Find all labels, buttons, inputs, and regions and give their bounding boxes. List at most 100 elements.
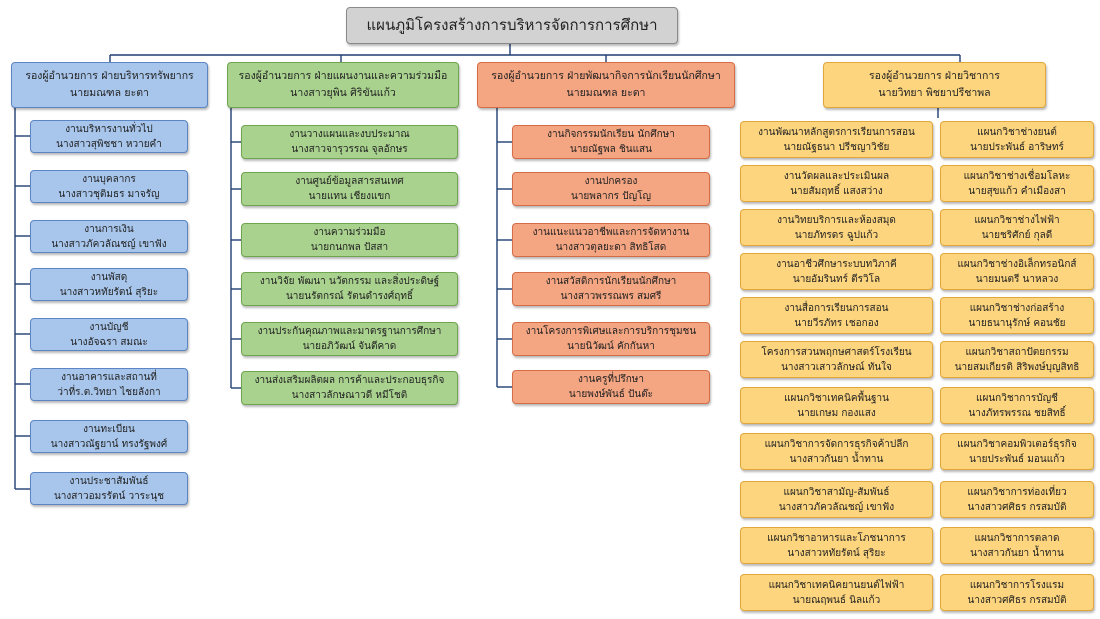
unit-box: โครงการสวนพฤกษศาสตร์โรงเรียน นางสาวเสาวล… (740, 341, 933, 378)
unit-title: งานปกครอง (584, 176, 638, 187)
unit-person: นายพงษ์พันธ์ ปันต๊ะ (568, 389, 654, 400)
unit-title: งานอาชีวศึกษาระบบทวิภาคี (776, 258, 897, 270)
unit-title: แผนกวิชาช่างอิเล็กทรอนิกส์ (957, 258, 1077, 270)
unit-person: นางสาวภัควลัณชญ์ เขาฟัง (51, 238, 167, 250)
unit-person: นายภัทรดร ฉูปแก้ว (794, 229, 879, 241)
unit-person: นายณัฐพล ชินแสน (569, 144, 652, 155)
unit-person: นายนรัตกรณ์ รัตนดำรงศ์ฤทธิ์ (285, 291, 414, 302)
unit-box: งานกิจกรรมนักเรียน นักศึกษา นายณัฐพล ชิน… (512, 125, 710, 159)
branch-head-title: รองผู้อำนวยการ ฝ่ายบริหารทรัพยากร (25, 70, 194, 82)
unit-box: งานประชาสัมพันธ์ นางสาวอมรรัตน์ วาระนุช (30, 472, 188, 505)
unit-person: นายเกษม กองแสง (797, 407, 876, 419)
unit-title: แผนกวิชาคอมพิวเตอร์ธุรกิจ (957, 438, 1077, 450)
unit-title: งานการเงิน (84, 223, 134, 235)
branch-head-title: รองผู้อำนวยการ ฝ่ายวิชาการ (869, 70, 1000, 82)
unit-person: นางภัทรพรรณ ชยสิทธิ์ (968, 407, 1066, 419)
branch-head-student-affairs: รองผู้อำนวยการ ฝ่ายพัฒนากิจการนักเรียนนั… (477, 62, 735, 108)
unit-box: งานครูที่ปรึกษา นายพงษ์พันธ์ ปันต๊ะ (512, 370, 710, 404)
branch-head-person: นางสาวยุพิน ศิริขันแก้ว (290, 87, 396, 99)
unit-person: นางสาวกันยา น้ำทาน (970, 547, 1064, 559)
unit-person: นายประพันธ์ มอนแก้ว (969, 453, 1065, 465)
unit-person: นายพลากร ปัญโญ (570, 191, 651, 202)
unit-person: นายแทน เชียงแขก (308, 191, 391, 202)
branch-head-title: รองผู้อำนวยการ ฝ่ายแผนงานและความร่วมมือ (238, 70, 448, 82)
unit-box: งานสวัสดิการนักเรียนนักศึกษา นางสาวพรรณพ… (512, 272, 710, 306)
branch-head-person: นายวิทยา พิชยาปรีชาพล (878, 87, 991, 99)
unit-title: แผนกวิชาช่างไฟฟ้า (974, 214, 1060, 226)
unit-title: งานวางแผนและงบประมาณ (289, 129, 410, 140)
unit-title: งานโครงการพิเศษและการบริการชุมชน (525, 326, 697, 337)
unit-person: นายนิวัฒน์ คักกันหา (567, 341, 655, 352)
unit-box: แผนกวิชาเทคนิคยานยนต์ไฟฟ้า นายณฤพนธ์ นิล… (740, 574, 933, 611)
unit-person: นายวีรภัทร เชอกอง (794, 317, 879, 329)
unit-title: แผนกวิชาช่างก่อสร้าง (969, 302, 1065, 314)
unit-box: งานโครงการพิเศษและการบริการชุมชน นายนิวั… (512, 322, 710, 356)
unit-title: แผนกวิชาการโรงแรม (969, 579, 1065, 591)
unit-title: แผนกวิชาการตลาด (974, 532, 1060, 544)
unit-person: นางสาวหทัยรัตน์ สุริยะ (59, 286, 159, 298)
chart-title: แผนภูมิโครงสร้างการบริหารจัดการการศึกษา (366, 16, 658, 34)
branch-head-title: รองผู้อำนวยการ ฝ่ายพัฒนากิจการนักเรียนนั… (491, 70, 721, 82)
unit-title: งานทะเบียน (83, 423, 135, 435)
unit-title: แผนกวิชาการจัดการธุรกิจค้าปลีก (764, 438, 909, 450)
unit-person: นายประพันธ์ อาริษทร์ (970, 141, 1064, 153)
unit-person: นายกนกพล ปัสสา (310, 242, 389, 253)
unit-box: แผนกวิชาคอมพิวเตอร์ธุรกิจ นายประพันธ์ มอ… (940, 433, 1094, 470)
unit-box: แผนกวิชาช่างอิเล็กทรอนิกส์ นายมนตรี นาหล… (940, 253, 1094, 290)
unit-box: แผนกวิชาการบัญชี นางภัทรพรรณ ชยสิทธิ์ (940, 387, 1094, 424)
unit-person: นางสาวเสาวลักษณ์ ทันใจ (781, 361, 892, 373)
unit-box: งานวัดผลและประเมินผล นายสัมฤทธิ์ แสงสว่า… (740, 165, 933, 202)
unit-title: งานครูที่ปรึกษา (578, 374, 644, 385)
unit-box: แผนกวิชาช่างยนต์ นายประพันธ์ อาริษทร์ (940, 121, 1094, 158)
unit-title: งานสวัสดิการนักเรียนนักศึกษา (545, 276, 677, 287)
unit-person: นางสาวตุลยะดา สิทธิโสด (555, 242, 667, 253)
unit-title: งานบุคลากร (82, 173, 136, 185)
unit-box: งานพัฒนาหลักสูตรการเรียนการสอน นายณัฐธนา… (740, 121, 933, 158)
unit-person: นางสาวชุติมธร มาจรัญ (58, 188, 160, 200)
unit-person: นายสมเกียรติ สิริพงษ์บุญสิทธิ (954, 361, 1080, 373)
unit-title: งานสื่อการเรียนการสอน (784, 302, 889, 314)
unit-title: แผนกวิชาสามัญ-สัมพันธ์ (783, 486, 890, 498)
unit-box: แผนกวิชาช่างไฟฟ้า นายชริศักย์ กุลดี (940, 209, 1094, 246)
unit-box: แผนกวิชาสถาปัตยกรรม นายสมเกียรติ สิริพงษ… (940, 341, 1094, 378)
chart-title-box: แผนภูมิโครงสร้างการบริหารจัดการการศึกษา (346, 7, 678, 44)
unit-box: งานพัสดุ นางสาวหทัยรัตน์ สุริยะ (30, 268, 188, 301)
unit-box: แผนกวิชาการโรงแรม นางสาวศศิธร กรสมบัติ (940, 574, 1094, 611)
unit-person: นางอัจฉรา สมณะ (70, 336, 148, 348)
unit-title: งานศูนย์ข้อมูลสารสนเทศ (295, 176, 404, 187)
unit-title: แผนกวิชาช่างเชื่อมโลหะ (963, 170, 1071, 182)
unit-box: แผนกวิชาการตลาด นางสาวกันยา น้ำทาน (940, 527, 1094, 564)
branch-head-person: นายมณฑล ยะตา (70, 87, 149, 99)
unit-box: แผนกวิชาเทคนิคพื้นฐาน นายเกษม กองแสง (740, 387, 933, 424)
unit-box: แผนกวิชาสามัญ-สัมพันธ์ นางสาวภัควลัณชญ์ … (740, 481, 933, 518)
unit-person: นางสาวภัควลัณชญ์ เขาฟัง (778, 501, 895, 513)
unit-box: งานประกันคุณภาพและมาตรฐานการศึกษา นายอภิ… (241, 322, 458, 356)
unit-person: นางสาวอมรรัตน์ วาระนุช (53, 490, 165, 502)
unit-person: นางสาวสุพิชชา หวายคำ (56, 138, 162, 150)
unit-title: แผนกวิชาการท่องเที่ยว (967, 486, 1067, 498)
unit-person: นางสาวณัฐยาน์ ทรงรัฐพงศ์ (50, 438, 168, 450)
unit-box: งานการเงิน นางสาวภัควลัณชญ์ เขาฟัง (30, 220, 188, 253)
unit-person: นายณัฐธนา ปรีชญาวิชัย (783, 141, 890, 153)
unit-title: งานกิจกรรมนักเรียน นักศึกษา (547, 129, 675, 140)
unit-person: นางสาวลักษณาวดี หมีโชติ (291, 390, 408, 401)
unit-person: นายมนตรี นาหลวง (975, 273, 1059, 285)
unit-box: งานบัญชี นางอัจฉรา สมณะ (30, 318, 188, 351)
unit-box: งานบุคลากร นางสาวชุติมธร มาจรัญ (30, 170, 188, 203)
unit-title: แผนกวิชาเทคนิคยานยนต์ไฟฟ้า (768, 579, 905, 591)
unit-title: งานอาคารและสถานที่ (61, 371, 157, 383)
unit-person: นายสัมฤทธิ์ แสงสว่าง (790, 185, 883, 197)
unit-title: งานบริหารงานทั่วไป (65, 123, 153, 135)
unit-title: แผนกวิชาช่างยนต์ (977, 126, 1057, 138)
branch-head-person: นายมณฑล ยะตา (566, 87, 646, 99)
unit-person: นายอภิวัฒน์ จันตีคาด (302, 341, 397, 352)
unit-title: งานวัดผลและประเมินผล (783, 170, 890, 182)
unit-title: งานบัญชี (89, 321, 129, 333)
unit-box: งานแนะแนวอาชีพและการจัดหางาน นางสาวตุลยะ… (512, 223, 710, 257)
unit-box: งานสื่อการเรียนการสอน นายวีรภัทร เชอกอง (740, 297, 933, 334)
unit-title: งานประกันคุณภาพและมาตรฐานการศึกษา (257, 326, 442, 337)
unit-box: งานส่งเสริมผลิตผล การค้าและประกอบธุรกิจ … (241, 371, 458, 405)
unit-title: งานวิจัย พัฒนา นวัตกรรม และสิ่งประดิษฐ์ (259, 276, 440, 287)
unit-box: งานทะเบียน นางสาวณัฐยาน์ ทรงรัฐพงศ์ (30, 420, 188, 453)
unit-box: แผนกวิชาการจัดการธุรกิจค้าปลีก นางสาวกัน… (740, 433, 933, 470)
